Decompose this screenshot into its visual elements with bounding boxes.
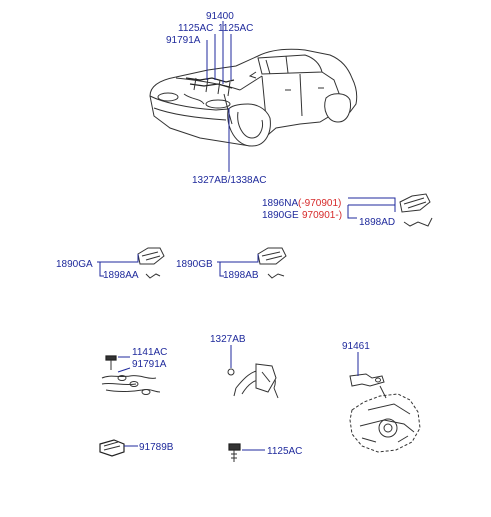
date-note-post-970901: 970901-) bbox=[302, 210, 342, 221]
label-91789b: 91789B bbox=[139, 442, 174, 453]
clip-1898ad bbox=[399, 193, 433, 227]
leader-1898ab bbox=[217, 254, 259, 277]
label-91791a-mid: 91791A bbox=[132, 359, 167, 370]
car-illustration bbox=[149, 48, 358, 147]
label-91461: 91461 bbox=[342, 341, 370, 352]
label-1898ad: 1898AD bbox=[359, 217, 395, 228]
label-91791a-top: 91791A bbox=[166, 35, 201, 46]
label-91400: 91400 bbox=[206, 11, 234, 22]
transaxle-bracket-assembly bbox=[349, 373, 421, 453]
clamp-bracket-assembly bbox=[227, 363, 279, 399]
label-1327ab-1338ac: 1327AB/1338AC bbox=[192, 175, 267, 186]
car-leader-lines bbox=[206, 21, 232, 172]
label-1896na: 1896NA bbox=[262, 198, 298, 209]
label-1890ge: 1890GE bbox=[262, 210, 299, 221]
label-1327ab: 1327AB bbox=[210, 334, 246, 345]
label-1125ac-a: 1125AC bbox=[178, 23, 213, 34]
ground-cable-set bbox=[101, 355, 161, 395]
label-1890ga: 1890GA bbox=[56, 259, 93, 270]
bolt-1125ac bbox=[228, 443, 241, 462]
label-1125ac-bottom: 1125AC bbox=[267, 446, 302, 457]
label-1141ac: 1141AC bbox=[132, 347, 167, 358]
label-1898aa: 1898AA bbox=[103, 270, 139, 281]
date-note-pre-970901: (-970901) bbox=[298, 198, 341, 209]
label-1125ac-b: 1125AC bbox=[218, 23, 253, 34]
connector-91789b bbox=[99, 439, 125, 457]
leader-91791a-mid bbox=[117, 367, 131, 373]
clip-1898ab bbox=[257, 247, 287, 279]
leader-1898ad bbox=[347, 197, 396, 219]
label-1898ab: 1898AB bbox=[223, 270, 259, 281]
leader-1898aa bbox=[97, 254, 139, 277]
label-1890gb: 1890GB bbox=[176, 259, 213, 270]
clip-1898aa bbox=[137, 247, 165, 279]
